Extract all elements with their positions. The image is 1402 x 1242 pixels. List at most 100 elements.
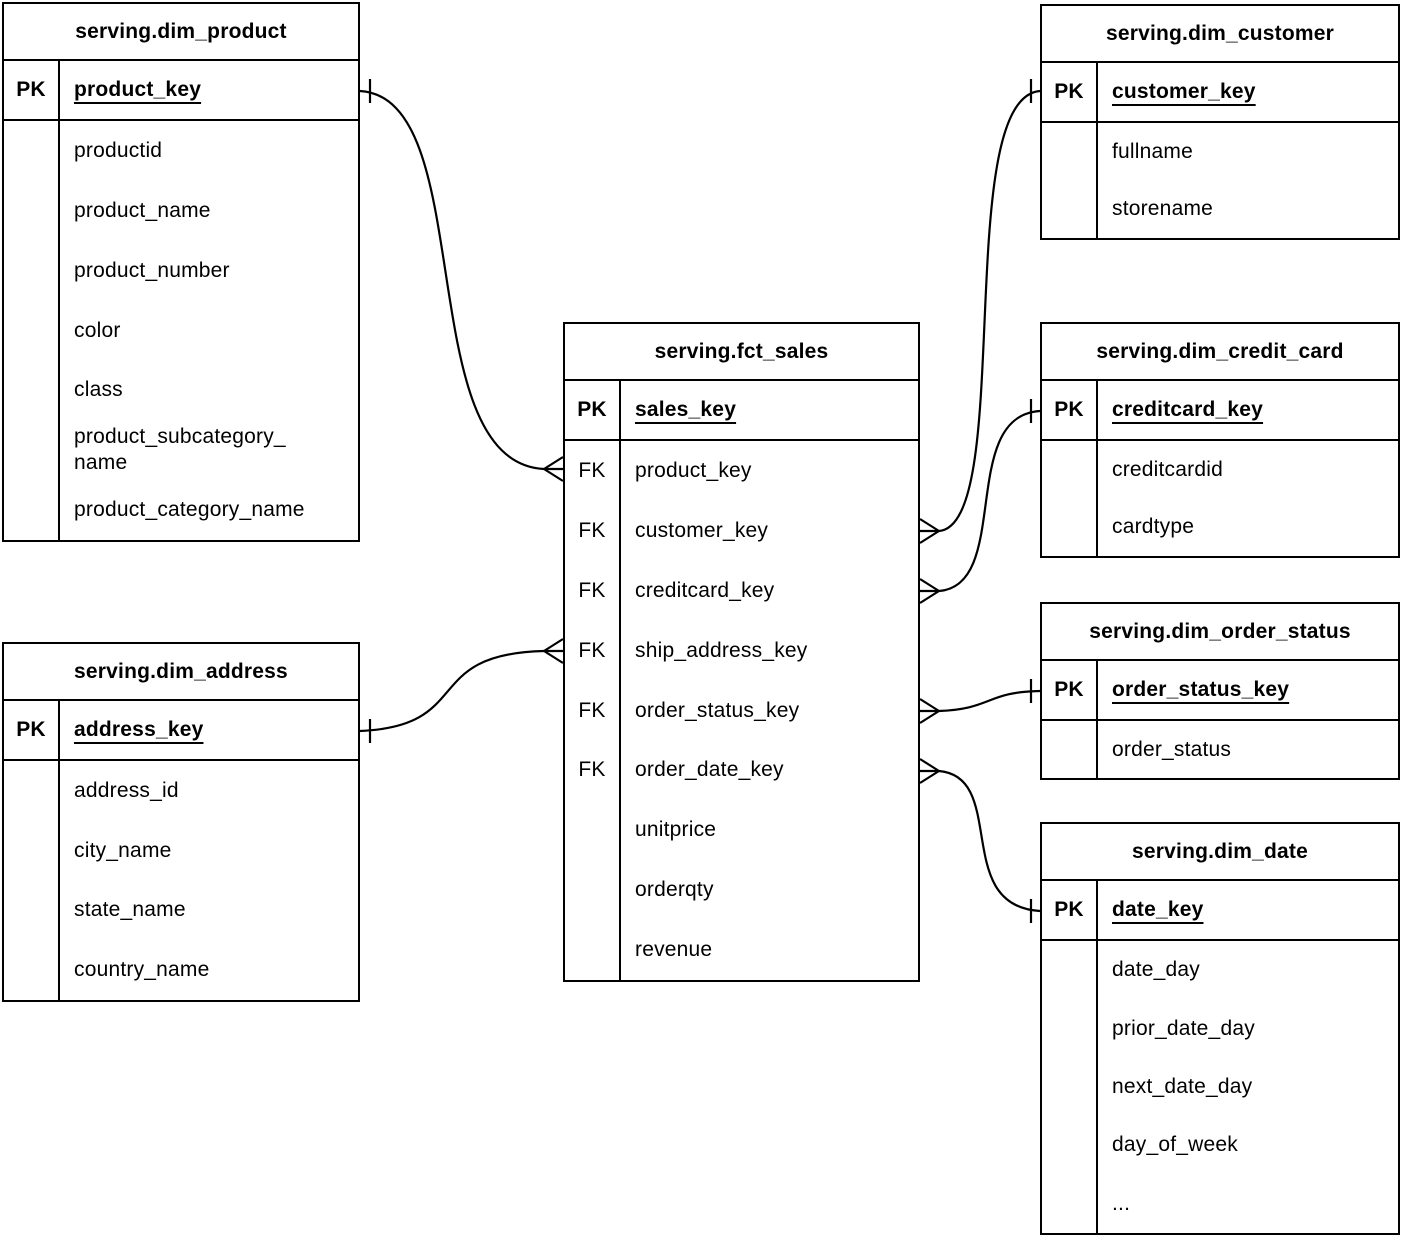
field-name: color: [74, 318, 121, 342]
field-name: creditcard_key: [635, 578, 775, 602]
key-badge: [4, 480, 60, 541]
table-title: serving.dim_product: [4, 4, 358, 61]
key-badge: PK: [4, 701, 60, 759]
key-badge: FK: [565, 500, 621, 561]
field-row: FK customer_key: [565, 500, 918, 561]
key-badge: FK: [565, 441, 621, 501]
field-row: orderqty: [565, 860, 918, 921]
crow-foot-many-icon: [919, 758, 940, 784]
pk-row: PK date_key: [1042, 881, 1398, 941]
field-name: revenue: [635, 938, 713, 962]
field-row: ...: [1042, 1174, 1398, 1234]
field-name: order_date_key: [635, 758, 784, 782]
pk-row: PK order_status_key: [1042, 661, 1398, 721]
field-name: country_name: [74, 958, 210, 982]
field-row: product_subcategory_ name: [4, 420, 358, 481]
crow-foot-many-icon: [919, 518, 940, 544]
key-badge: [565, 800, 621, 861]
table-dim-order-status: serving.dim_order_status PK order_status…: [1040, 602, 1400, 780]
field-name: creditcardid: [1112, 457, 1223, 481]
field-name: ...: [1112, 1191, 1131, 1215]
field-name: next_date_day: [1112, 1075, 1253, 1099]
table-fct-sales: serving.fct_sales PK sales_key FK produc…: [563, 322, 920, 982]
field-name: fullname: [1112, 139, 1193, 163]
field-name: address_key: [74, 718, 204, 741]
pk-row: PK creditcard_key: [1042, 381, 1398, 441]
crow-foot-many-icon: [919, 698, 940, 724]
relationship-sales-address: [359, 638, 564, 743]
field-name: state_name: [74, 898, 186, 922]
relationship-line: [359, 649, 545, 733]
key-badge: PK: [1042, 881, 1098, 939]
crow-foot-many-icon: [543, 638, 564, 664]
crow-foot-many-icon: [543, 456, 564, 482]
key-badge: FK: [565, 560, 621, 621]
key-badge: FK: [565, 620, 621, 681]
pk-row: PK customer_key: [1042, 63, 1398, 123]
relationship-line: [938, 689, 1041, 713]
key-badge: [4, 820, 60, 881]
field-row: day_of_week: [1042, 1116, 1398, 1175]
field-name: orderqty: [635, 878, 714, 902]
field-name: product_number: [74, 258, 230, 282]
field-name: prior_date_day: [1112, 1016, 1255, 1040]
table-dim-address: serving.dim_address PK address_key addre…: [2, 642, 360, 1002]
relationship-sales-customer: [919, 79, 1041, 544]
field-name: product_key: [74, 78, 202, 101]
key-badge: [1042, 721, 1098, 778]
crow-foot-many-icon: [919, 578, 940, 604]
field-row: next_date_day: [1042, 1057, 1398, 1117]
key-badge: [1042, 1174, 1098, 1234]
relationship-line: [938, 89, 1041, 533]
key-badge: [4, 360, 60, 421]
field-name: ship_address_key: [635, 638, 808, 662]
key-badge: [4, 761, 60, 821]
table-title: serving.fct_sales: [565, 324, 918, 381]
field-name: productid: [74, 138, 163, 162]
key-badge: [4, 180, 60, 241]
key-badge: PK: [565, 381, 621, 439]
field-name: date_key: [1112, 898, 1204, 921]
field-name: day_of_week: [1112, 1133, 1238, 1157]
key-badge: [1042, 1116, 1098, 1175]
table-title: serving.dim_credit_card: [1042, 324, 1398, 381]
field-row: FK creditcard_key: [565, 560, 918, 621]
key-badge: [1042, 941, 1098, 1000]
key-badge: PK: [1042, 661, 1098, 719]
key-badge: [565, 920, 621, 981]
table-dim-credit-card: serving.dim_credit_card PK creditcard_ke…: [1040, 322, 1400, 558]
key-badge: FK: [565, 680, 621, 741]
key-badge: [1042, 441, 1098, 499]
relationship-sales-order-status: [919, 679, 1041, 724]
key-badge: [1042, 498, 1098, 556]
field-name: creditcard_key: [1112, 398, 1264, 421]
key-badge: [1042, 1057, 1098, 1117]
key-badge: [565, 860, 621, 921]
field-row: unitprice: [565, 800, 918, 861]
field-name: customer_key: [1112, 80, 1256, 103]
field-name: customer_key: [635, 518, 769, 542]
table-title: serving.dim_date: [1042, 824, 1398, 881]
relationship-line: [938, 409, 1041, 593]
key-badge: PK: [4, 61, 60, 119]
key-badge: FK: [565, 740, 621, 801]
field-name: city_name: [74, 838, 172, 862]
key-badge: [4, 880, 60, 941]
field-name: storename: [1112, 197, 1214, 221]
field-row: state_name: [4, 880, 358, 941]
field-row: city_name: [4, 820, 358, 881]
field-row: storename: [1042, 180, 1398, 238]
field-name: class: [74, 378, 123, 402]
field-row: product_category_name: [4, 480, 358, 541]
key-badge: PK: [1042, 63, 1098, 121]
relationship-line: [359, 89, 545, 471]
relationship-sales-product: [359, 79, 564, 482]
table-title: serving.dim_order_status: [1042, 604, 1398, 661]
field-row: FK ship_address_key: [565, 620, 918, 681]
pk-row: PK sales_key: [565, 381, 918, 441]
field-row: prior_date_day: [1042, 999, 1398, 1058]
key-badge: [4, 240, 60, 301]
key-badge: PK: [1042, 381, 1098, 439]
key-badge: [4, 420, 60, 481]
